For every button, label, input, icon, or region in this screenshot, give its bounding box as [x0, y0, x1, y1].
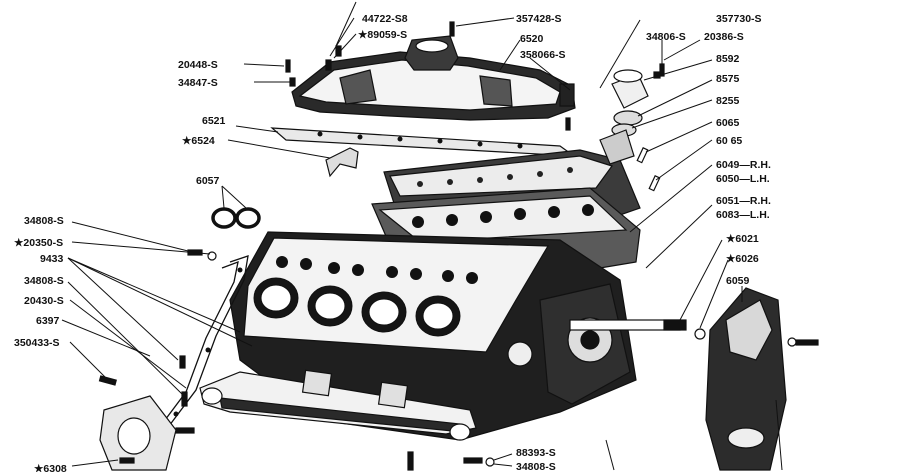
callout-6308: ★6308: [34, 463, 67, 472]
callout-20350-s: ★20350-S: [14, 237, 63, 249]
callout-8575: 8575: [716, 73, 740, 85]
callout-6021: ★6021: [726, 233, 759, 245]
seal-rings: [211, 207, 261, 229]
intake-manifold: [291, 35, 576, 121]
callout-89059-s: ★89059-S: [358, 29, 407, 41]
callout-9433: 9433: [40, 253, 64, 265]
callout-6524: ★6524: [182, 135, 215, 147]
callout-357428-s: 357428-S: [516, 13, 562, 25]
callout-6050-lh: 6050—L.H.: [716, 173, 770, 185]
water-outlet: [599, 69, 649, 165]
callout-6057: 6057: [196, 175, 220, 187]
callout-88393-s: 88393-S: [516, 447, 556, 459]
callout-6049-rh: 6049—R.H.: [716, 159, 771, 171]
callout-6065-b: 60 65: [716, 135, 742, 147]
callout-8592: 8592: [716, 53, 740, 65]
callout-6520: 6520: [520, 33, 544, 45]
callout-6059: 6059: [726, 275, 750, 287]
callout-357730-s: 357730-S: [716, 13, 762, 25]
exhaust-manifold: [199, 369, 477, 441]
callout-34808-s-c: 34808-S: [516, 461, 556, 472]
callout-20430-s: 20430-S: [24, 295, 64, 307]
callout-34847-s: 34847-S: [178, 77, 218, 89]
callout-8255: 8255: [716, 95, 740, 107]
baffle-plate: [325, 147, 359, 178]
callout-34808-s-a: 34808-S: [24, 215, 64, 227]
oil-pan-front-cover: [99, 395, 177, 471]
callout-6083-lh: 6083—L.H.: [716, 209, 770, 221]
callout-358066-s: 358066-S: [520, 49, 566, 61]
callout-6026: ★6026: [726, 253, 759, 265]
callout-6051-rh: 6051—R.H.: [716, 195, 771, 207]
callout-20386-s: 20386-S: [704, 31, 744, 43]
callout-6521: 6521: [202, 115, 226, 127]
callout-34806-s: 34806-S: [646, 31, 686, 43]
callout-44722-s8: 44722-S8: [362, 13, 408, 25]
callout-6065-a: 6065: [716, 117, 740, 129]
callout-34808-s-b: 34808-S: [24, 275, 64, 287]
callout-20448-s: 20448-S: [178, 59, 218, 71]
manifold-gasket: [270, 127, 577, 157]
callout-6397: 6397: [36, 315, 60, 327]
leader-lines: [61, 1, 783, 471]
callout-labels: 44722-S8 ★89059-S 357428-S 6520 358066-S…: [14, 13, 771, 472]
rear-cover-plate: [705, 287, 787, 471]
callout-350433-s: 350433-S: [14, 337, 60, 349]
